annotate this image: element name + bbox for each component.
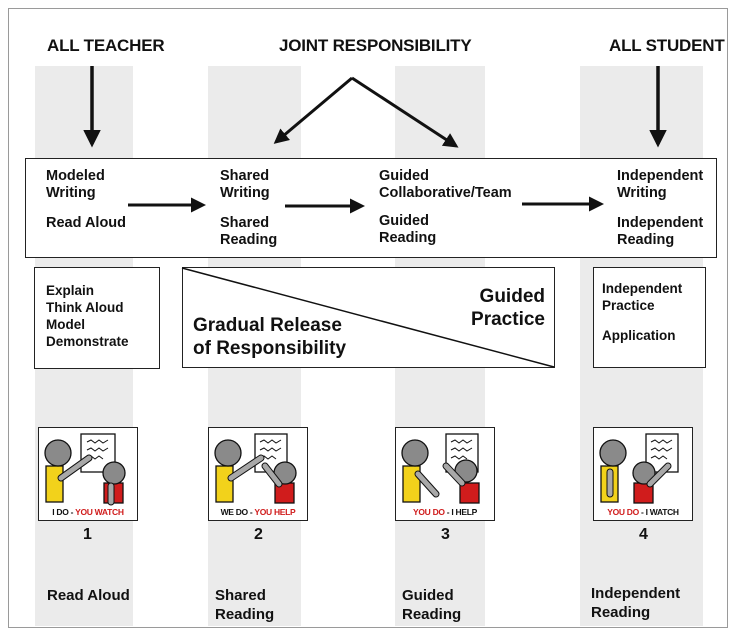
teacher-action-4: Demonstrate: [46, 334, 129, 349]
step-number-1: 1: [83, 526, 92, 543]
card-2-illustration: [214, 433, 297, 504]
gradual-release-label: Gradual Release of Responsibility: [193, 314, 346, 360]
teacher-action-2: Think Aloud: [46, 300, 124, 315]
arrow-joint-right: [351, 76, 459, 148]
gradual-line2: of Responsibility: [193, 338, 347, 359]
header-all-teacher: ALL TEACHER: [47, 36, 165, 55]
footer-label-3: Guided Reading: [402, 587, 462, 623]
stage-3-line2: Collaborative/Team: [379, 185, 512, 201]
stage-2-line1: Shared: [220, 168, 270, 184]
stage-3-line4: Reading: [379, 230, 437, 246]
step-number-4: 4: [639, 526, 648, 543]
student-actions: Independent Practice Application: [602, 280, 682, 344]
card-1-caption: I DO - YOU WATCH: [52, 507, 124, 517]
stage-4-line1: Independent: [617, 168, 704, 184]
step-number-3: 3: [441, 526, 450, 543]
stage-2-line2: Writing: [220, 185, 270, 201]
stage-2-line3: Shared: [220, 215, 270, 231]
guided-practice-line1: Guided: [479, 286, 545, 307]
card-4: YOU DO - I WATCH: [593, 427, 693, 521]
header-joint-responsibility: JOINT RESPONSIBILITY: [279, 36, 472, 55]
card-1: I DO - YOU WATCH: [38, 427, 138, 521]
teacher-actions: Explain Think Aloud Model Demonstrate: [46, 282, 129, 350]
guided-practice-line2: Practice: [471, 309, 545, 330]
stage-3-line3: Guided: [379, 213, 429, 229]
teacher-actions-box: [34, 267, 160, 369]
stage-4-line3: Independent: [617, 215, 704, 231]
student-actions-box: [593, 267, 706, 368]
stage-1-line3: Read Aloud: [46, 215, 127, 231]
stage-4: Independent Writing Independent Reading: [617, 168, 703, 249]
stage-3: Guided Collaborative/Team Guided Reading: [379, 168, 512, 247]
card-3-caption: YOU DO - I HELP: [413, 507, 477, 517]
teacher-action-1: Explain: [46, 283, 95, 298]
stage-1-line1: Modeled: [46, 168, 105, 184]
card-3: YOU DO - I HELP: [395, 427, 495, 521]
card-4-caption: YOU DO - I WATCH: [607, 507, 679, 517]
step-number-2: 2: [254, 526, 263, 543]
stage-3-line1: Guided: [379, 168, 429, 184]
student-action-3: Application: [602, 328, 676, 343]
card-4-illustration: [599, 433, 679, 504]
card-2: WE DO - YOU HELP: [208, 427, 308, 521]
footer-label-4: Independent Reading: [591, 585, 681, 621]
stage-1-line2: Writing: [46, 185, 96, 201]
card-2-caption: WE DO - YOU HELP: [220, 507, 296, 517]
student-action-2: Practice: [602, 298, 655, 313]
card-3-illustration: [401, 433, 480, 504]
stage-1: Modeled Writing Read Aloud: [46, 168, 126, 232]
card-1-illustration: [44, 433, 126, 506]
footer-label-2: Shared Reading: [215, 587, 275, 623]
gradual-line1: Gradual Release: [193, 315, 342, 336]
guided-practice-label: Guided Practice: [455, 285, 545, 331]
stage-2-line4: Reading: [220, 232, 278, 248]
student-action-1: Independent: [602, 281, 683, 296]
teacher-action-3: Model: [46, 317, 85, 332]
arrow-joint-left: [273, 76, 353, 144]
header-all-student: ALL STUDENT: [609, 36, 725, 55]
stage-4-line2: Writing: [617, 185, 667, 201]
footer-label-1: Read Aloud: [47, 587, 130, 604]
stage-2: Shared Writing Shared Reading: [220, 168, 277, 249]
stage-4-line4: Reading: [617, 232, 675, 248]
